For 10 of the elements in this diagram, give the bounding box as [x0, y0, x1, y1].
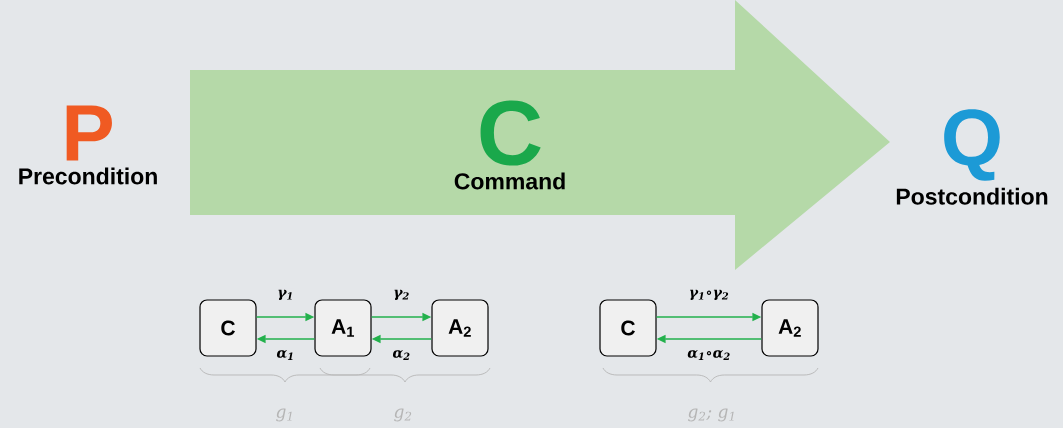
- process-box: A$_{2}$: [431, 299, 489, 357]
- process-box: A$_{2}$: [761, 299, 819, 357]
- process-box: A$_{1}$: [314, 299, 372, 357]
- term-label: P Precondition: [19, 105, 157, 185]
- process-box: C: [599, 299, 657, 357]
- edge-label: α$_{2}$: [391, 349, 412, 361]
- process-box: C: [199, 299, 257, 357]
- edge-label: α$_{1}$∘α$_{2}$: [686, 349, 732, 361]
- edge-label: α$_{1}$: [275, 349, 296, 361]
- term-label: Q Postcondition: [896, 109, 1048, 205]
